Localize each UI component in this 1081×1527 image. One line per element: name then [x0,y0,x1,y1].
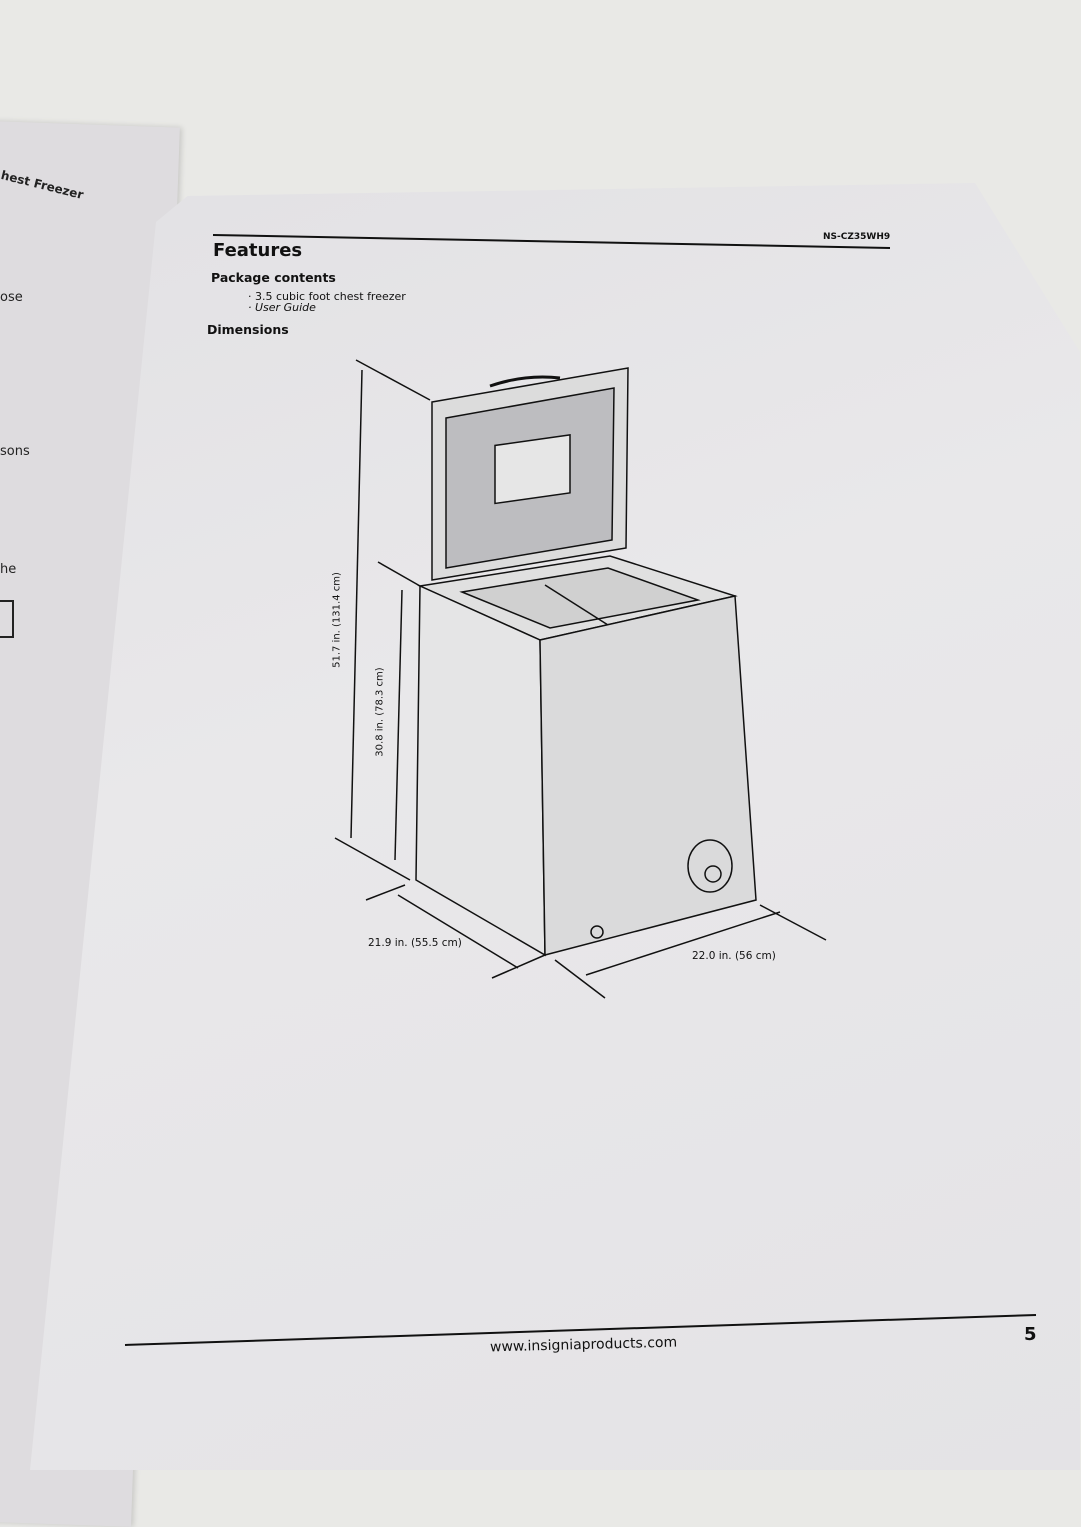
dim-width [585,911,781,976]
overall-height-label: 51.7 in. (131.4 cm) [331,572,343,668]
dim-body-height [394,589,403,861]
package-item-text: 3.5 cubic foot chest freezer [255,290,406,303]
left-page-fragment: ose [0,290,23,305]
page-title: Features [213,240,303,261]
package-item-text: User Guide [255,301,316,314]
header-rule [212,234,891,249]
depth-label: 21.9 in. (55.5 cm) [368,937,462,949]
freezer-diagram [124,234,1037,1346]
package-contents-heading: Package contents [211,270,336,285]
model-number: NS-CZ35WH9 [823,232,891,242]
dimensions-heading: Dimensions [207,322,289,337]
left-page-fragment: he [0,562,17,577]
thermostat [687,839,733,893]
dim-overall-height [350,369,363,839]
body-height-label: 30.8 in. (78.3 cm) [374,667,386,757]
page-number: 5 [1024,1324,1037,1345]
package-item: · 3.5 cubic foot chest freezer [248,290,406,303]
foot [590,925,604,939]
body-left [415,584,546,957]
left-page-fragment: sons [0,444,30,459]
width-label: 22.0 in. (56 cm) [692,950,776,962]
footer-rule [124,1314,1037,1346]
package-item: · User Guide [248,301,316,314]
dim-depth [397,894,519,969]
left-page-box [0,600,14,638]
body-right [539,595,757,956]
snowflake-badge [494,434,571,505]
